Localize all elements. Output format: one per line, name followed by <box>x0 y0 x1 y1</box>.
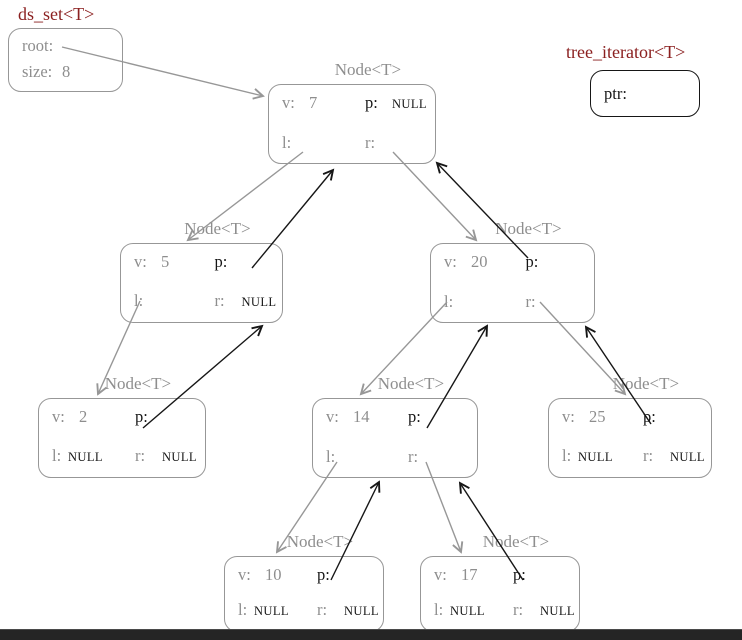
r-value: NULL <box>241 295 277 309</box>
ds-set-box: root: size: 8 <box>8 28 123 92</box>
node-row: l: r: <box>313 446 477 468</box>
r-value: NULL <box>670 450 705 464</box>
p-label: p: <box>525 252 539 271</box>
node-row: l: NULL r: NULL <box>421 599 579 622</box>
r-value: NULL <box>540 604 575 618</box>
r-value: NULL <box>162 450 197 464</box>
r-label: r: <box>525 292 536 311</box>
node-row: l: r: NULL <box>121 290 282 313</box>
v-label: v: <box>52 407 65 426</box>
r-label: r: <box>513 600 524 619</box>
node-type-label: Node<T> <box>184 219 251 238</box>
r-label: r: <box>135 446 146 465</box>
l-label: l: <box>434 600 444 619</box>
p-label: p: <box>214 252 228 271</box>
p-label: p: <box>643 407 656 426</box>
node-type-label: Node<T> <box>612 374 680 393</box>
node-row: v: 14 p: <box>313 406 477 428</box>
node-type-label: Node<T> <box>104 374 172 393</box>
window-bottom-edge <box>0 629 742 640</box>
p-label: p: <box>135 407 148 426</box>
tree-iterator-title: tree_iterator<T> <box>566 42 686 62</box>
node-row: v: 7 p: NULL <box>269 92 435 115</box>
node-type-label: Node<T> <box>482 532 550 551</box>
v-value: 5 <box>161 252 170 271</box>
v-value: 14 <box>353 407 370 426</box>
node-row: l: NULL r: NULL <box>39 445 205 468</box>
p-label: p: <box>317 565 330 584</box>
r-label: r: <box>317 600 328 619</box>
v-label: v: <box>444 252 457 271</box>
r-label: r: <box>408 447 419 466</box>
node-box-v5: Node<T> v: 5 p: l: r: NULL <box>120 219 283 323</box>
node-row: l: NULL r: NULL <box>549 445 711 468</box>
node-row: v: 17 p: <box>421 564 579 586</box>
node-type-label: Node<T> <box>286 532 354 551</box>
l-label: l: <box>282 133 292 152</box>
v-label: v: <box>326 407 339 426</box>
node-box-v7: Node<T> v: 7 p: NULL l: r: <box>268 60 436 164</box>
node-box-v17: Node<T> v: 17 p: l: NULL r: NULL <box>420 532 580 632</box>
ds-set-title: ds_set<T> <box>18 4 95 24</box>
v-label: v: <box>238 565 251 584</box>
node-row: l: NULL r: NULL <box>225 599 383 622</box>
node-row: l: r: <box>269 132 435 154</box>
node-row: v: 10 p: <box>225 564 383 586</box>
l-label: l: <box>134 291 144 310</box>
r-label: r: <box>214 291 225 310</box>
r-label: r: <box>365 133 376 152</box>
v-value: 20 <box>471 252 488 271</box>
v-value: 7 <box>309 93 318 112</box>
v-value: 17 <box>461 565 478 584</box>
r-value: NULL <box>344 604 379 618</box>
root-label: root: <box>22 36 54 55</box>
v-label: v: <box>134 252 147 271</box>
l-value: NULL <box>68 450 103 464</box>
r-label: r: <box>643 446 654 465</box>
v-label: v: <box>562 407 575 426</box>
node-row: v: 5 p: <box>121 251 282 273</box>
node-row: v: 25 p: <box>549 406 711 428</box>
l-label: l: <box>52 446 62 465</box>
p-label: p: <box>408 407 421 426</box>
node-type-label: Node<T> <box>377 374 445 393</box>
node-row: l: r: <box>431 291 594 313</box>
l-value: NULL <box>578 450 613 464</box>
node-box-v14: Node<T> v: 14 p: l: r: <box>312 374 478 478</box>
v-value: 2 <box>79 407 88 426</box>
arrow-node7-r-to-node20 <box>392 151 476 240</box>
l-label: l: <box>562 446 572 465</box>
node-box-v25: Node<T> v: 25 p: l: NULL r: NULL <box>548 374 712 478</box>
l-label: l: <box>326 447 336 466</box>
node-type-label: Node<T> <box>334 60 402 79</box>
l-value: NULL <box>254 604 289 618</box>
p-value: NULL <box>392 97 427 111</box>
node-type-label: Node<T> <box>495 219 562 238</box>
v-label: v: <box>434 565 447 584</box>
node-box-v10: Node<T> v: 10 p: l: NULL r: NULL <box>224 532 384 632</box>
v-value: 10 <box>265 565 282 584</box>
node-box-v20: Node<T> v: 20 p: l: r: <box>430 219 595 323</box>
size-value: 8 <box>62 62 71 81</box>
node-box-v2: Node<T> v: 2 p: l: NULL r: NULL <box>38 374 206 478</box>
size-label: size: <box>22 62 53 81</box>
p-label: p: <box>365 93 378 112</box>
l-value: NULL <box>450 604 485 618</box>
l-label: l: <box>444 292 454 311</box>
ptr-label: ptr: <box>604 83 627 103</box>
v-value: 25 <box>589 407 606 426</box>
p-label: p: <box>513 565 526 584</box>
node-row: v: 2 p: <box>39 406 205 428</box>
l-label: l: <box>238 600 248 619</box>
v-label: v: <box>282 93 295 112</box>
tree-iterator-box: ptr: <box>590 70 700 117</box>
node-row: v: 20 p: <box>431 251 594 273</box>
